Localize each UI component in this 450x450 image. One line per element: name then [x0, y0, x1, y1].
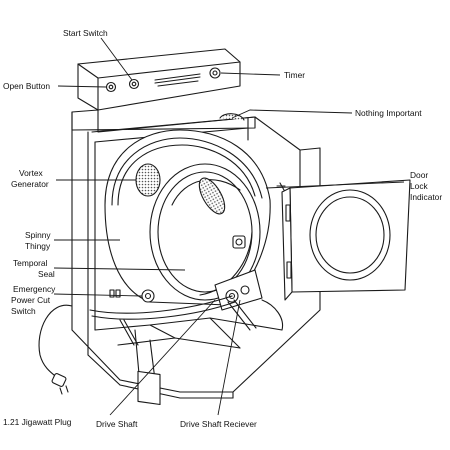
timer-label: Timer [284, 70, 305, 80]
power-cord [38, 304, 73, 395]
drive-shaft-label: Drive Shaft [96, 419, 138, 429]
control-panel [77, 48, 241, 111]
temporal-seal-label: Temporal Seal [13, 258, 55, 279]
door-lock-indicator-label: Door Lock Indicator [410, 170, 442, 202]
cabinet [71, 109, 321, 406]
jigawatt-plug-label: 1.21 Jigawatt Plug [3, 417, 72, 427]
open-button-knob [105, 81, 117, 93]
drive-assembly [89, 269, 284, 346]
emergency-switch [141, 289, 155, 303]
spinny-thingy-label: Spinny Thingy [25, 230, 53, 251]
drive-shaft-receiver-label: Drive Shaft Reciever [180, 419, 257, 429]
drum-vent [198, 177, 226, 215]
vortex-generator-label: Vortex Generator [11, 168, 49, 189]
door [276, 179, 411, 301]
open-button-label: Open Button [3, 81, 50, 91]
drum-bolt [232, 235, 246, 249]
nothing-important-label: Nothing Important [355, 108, 422, 118]
timer-knob [209, 67, 221, 79]
start-switch-knob [128, 78, 140, 90]
plug-icon [51, 373, 67, 387]
emergency-power-cut-switch-label: Emergency Power Cut Switch [11, 284, 58, 316]
drum [104, 113, 271, 306]
start-switch-label: Start Switch [63, 28, 108, 38]
leader-lines [53, 37, 405, 416]
vortex-vent [135, 163, 161, 197]
